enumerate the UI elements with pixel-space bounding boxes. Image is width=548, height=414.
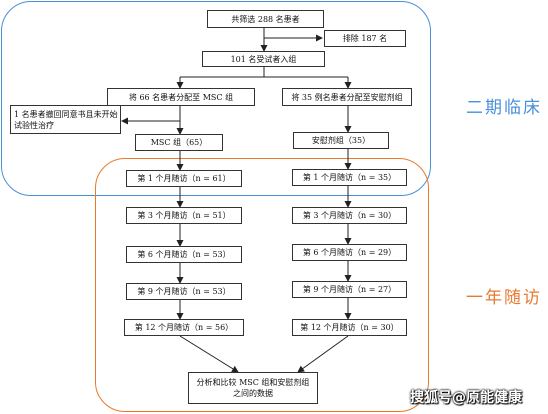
placebo-group-box: 安慰剂组（35） bbox=[293, 132, 389, 149]
enrolled-box: 101 名受试者入组 bbox=[202, 51, 325, 67]
msc-group-box: MSC 组（65） bbox=[135, 134, 223, 151]
placebo-followup-m1: 第 1 个月随访（n = 35） bbox=[292, 169, 407, 186]
msc-followup-m9: 第 9 个月随访（n = 53） bbox=[126, 283, 242, 300]
placebo-followup-m12: 第 12 个月随访（n = 30） bbox=[292, 319, 407, 336]
placebo-followup-m3: 第 3 个月随访（n = 30） bbox=[292, 207, 407, 224]
msc-allocation-box: 将 66 名患者分配至 MSC 组 bbox=[107, 88, 255, 106]
screening-box: 共筛选 288 名患者 bbox=[207, 10, 324, 28]
phase2-region bbox=[1, 1, 431, 196]
arrow-msc-to-analysis bbox=[179, 335, 239, 373]
placebo-followup-m9: 第 9 个月随访（n = 27） bbox=[292, 281, 407, 298]
phase2-label: 二期临床 bbox=[466, 98, 542, 118]
msc-followup-m12: 第 12 个月随访（n = 56） bbox=[124, 319, 244, 336]
placebo-allocation-box: 将 35 例名患者分配至安慰剂组 bbox=[282, 88, 412, 106]
year1-label: 一年随访 bbox=[466, 288, 542, 308]
msc-followup-m6: 第 6 个月随访（n = 53） bbox=[126, 246, 242, 263]
year1-region bbox=[95, 158, 429, 412]
watermark: 搜狐号@原能健康 bbox=[410, 390, 522, 406]
excluded-box: 排除 187 名 bbox=[324, 30, 406, 47]
arrow-placebo-to-analysis bbox=[297, 335, 349, 373]
analysis-box: 分析和比较 MSC 组和安慰剂组之间的数据 bbox=[188, 372, 318, 404]
withdrawn-box: 1 名患者撤回同意书且未开始试验性治疗 bbox=[10, 105, 121, 134]
msc-followup-m3: 第 3 个月随访（n = 51） bbox=[126, 207, 242, 224]
msc-followup-m1: 第 1 个月随访（n = 61） bbox=[126, 170, 242, 187]
placebo-followup-m6: 第 6 个月随访（n = 29） bbox=[292, 244, 407, 261]
